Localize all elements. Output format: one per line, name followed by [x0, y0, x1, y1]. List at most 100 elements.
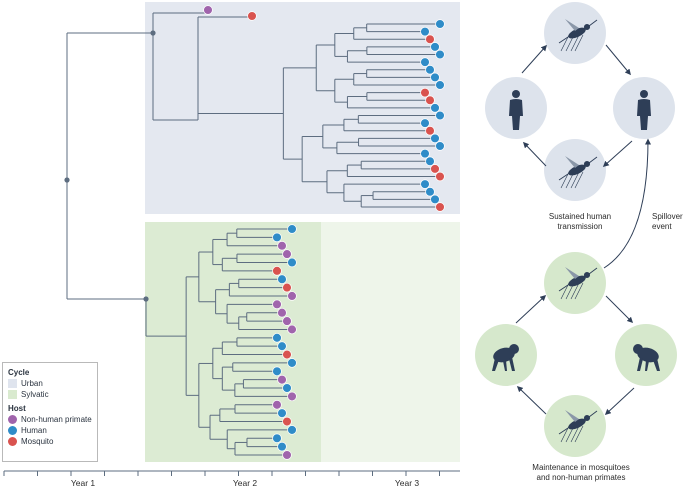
tip-human	[435, 19, 445, 29]
legend: Cycle Urban Sylvatic Host Non-human prim…	[2, 362, 98, 462]
tip-human	[287, 358, 297, 368]
legend-item-urban: Urban	[8, 378, 92, 389]
axis-label: Year 2	[233, 478, 258, 488]
tip-non-human-primate	[287, 324, 297, 335]
time-axis: Year 1 Year 2 Year 3	[3, 470, 460, 488]
legend-label-sylvatic: Sylvatic	[21, 390, 49, 399]
tip-human	[435, 110, 445, 121]
sylvatic-swatch	[8, 390, 17, 399]
tip-human	[287, 257, 297, 268]
urban-caption-line-2: transmission	[557, 222, 603, 231]
tip-human	[277, 408, 287, 418]
sylvatic-caption-line-1: Maintenance in mosquitoes	[532, 463, 630, 472]
tip-mosquito	[282, 349, 292, 360]
tip-human	[430, 194, 440, 205]
tip-non-human-primate	[282, 316, 292, 326]
urban-swatch	[8, 379, 17, 388]
tip-human	[272, 366, 282, 377]
tip-non-human-primate	[277, 374, 287, 385]
tip-human	[425, 64, 435, 75]
tip-human	[277, 341, 287, 351]
tip-non-human-primate	[277, 240, 287, 251]
tip-human	[425, 187, 435, 197]
human-dot	[8, 426, 17, 435]
tip-mosquito	[247, 11, 257, 21]
tip-mosquito	[425, 34, 435, 44]
tip-mosquito	[282, 416, 292, 427]
legend-label-urban: Urban	[21, 379, 43, 388]
tip-non-human-primate	[203, 5, 213, 15]
tip-mosquito	[425, 125, 435, 136]
spillover-caption: Spillover event	[652, 212, 683, 232]
tree-tips	[64, 5, 445, 460]
tip-human	[435, 141, 445, 151]
tip-mosquito	[425, 95, 435, 105]
tip-human	[435, 49, 445, 60]
legend-label-human: Human	[21, 426, 47, 435]
phylogenetic-tree	[66, 12, 440, 456]
legend-label-mosquito: Mosquito	[21, 437, 54, 446]
tip-non-human-primate	[287, 291, 297, 301]
cycle-arrow	[605, 44, 631, 76]
urban-caption-line-1: Sustained human	[548, 212, 612, 221]
sylvatic-caption-line-2: and non-human primates	[536, 473, 626, 482]
tip-non-human-primate	[272, 299, 282, 310]
tip-human	[430, 72, 440, 83]
tip-human	[430, 103, 440, 113]
sylvatic-clade-node	[143, 296, 149, 302]
root-node	[64, 177, 70, 183]
legend-item-mosquito: Mosquito	[8, 436, 92, 447]
tip-human	[420, 57, 430, 67]
urban-caption: Sustained human transmission	[535, 212, 625, 232]
mosquito-icon	[558, 19, 598, 52]
cycle-arrow	[522, 141, 547, 167]
tip-mosquito	[420, 87, 430, 98]
mosquito-icon	[558, 267, 598, 300]
tip-human	[272, 433, 282, 444]
tip-human	[430, 42, 440, 52]
tip-human	[277, 441, 287, 452]
monkey-icon	[633, 344, 660, 371]
human-icon	[637, 90, 651, 130]
cycle-arrow	[604, 387, 635, 416]
mosquito-icon	[558, 410, 598, 443]
legend-label-nhp: Non-human primate	[21, 415, 92, 424]
tip-non-human-primate	[272, 400, 282, 410]
spillover-arrow	[603, 138, 651, 269]
legend-item-sylvatic: Sylvatic	[8, 389, 92, 400]
tip-human	[430, 133, 440, 144]
tip-human	[425, 156, 435, 167]
tip-human	[420, 179, 430, 189]
tip-mosquito	[430, 164, 440, 174]
cycle-arrow	[605, 295, 634, 324]
mosquito-icon	[558, 156, 598, 189]
cycle-arrow	[602, 140, 633, 167]
tip-mosquito	[435, 202, 445, 212]
tip-non-human-primate	[282, 249, 292, 259]
cycle-arrow	[516, 385, 547, 415]
tip-mosquito	[282, 282, 292, 293]
cycle-arrow	[515, 294, 547, 324]
monkey-icon	[492, 344, 519, 371]
tip-non-human-primate	[287, 391, 297, 402]
tip-human	[287, 224, 297, 234]
legend-item-nhp: Non-human primate	[8, 414, 92, 425]
tip-human	[435, 80, 445, 90]
legend-cycle-title: Cycle	[8, 368, 30, 377]
transmission-cycles	[475, 2, 677, 457]
tip-human	[282, 383, 292, 393]
tip-human	[420, 118, 430, 128]
legend-item-human: Human	[8, 425, 92, 436]
tip-human	[277, 274, 287, 284]
tip-human	[287, 425, 297, 435]
axis-label: Year 1	[71, 478, 96, 488]
sylvatic-caption: Maintenance in mosquitoes and non-human …	[518, 463, 644, 483]
tip-mosquito	[435, 171, 445, 182]
tip-non-human-primate	[277, 307, 287, 318]
legend-host-title: Host	[8, 404, 26, 413]
human-icon	[509, 90, 523, 130]
tip-human	[420, 148, 430, 159]
tip-non-human-primate	[282, 450, 292, 460]
axis-label: Year 3	[395, 478, 420, 488]
